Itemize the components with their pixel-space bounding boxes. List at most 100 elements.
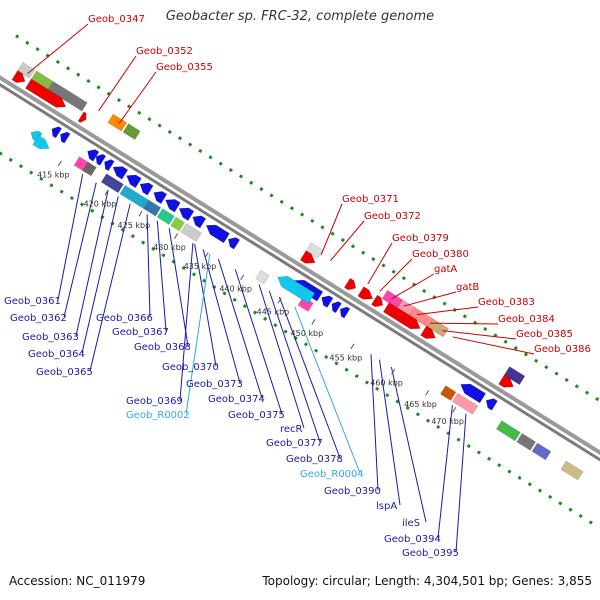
- leader-reverse-14: [258, 284, 305, 429]
- reverse-gene-label-19: lspA: [376, 501, 397, 512]
- reverse-gene-13: [228, 237, 241, 250]
- leader-forward-7: [391, 273, 435, 300]
- reverse-gene-label-6: Geob_0367: [112, 327, 169, 338]
- tick-mark-2: [138, 210, 143, 217]
- cog-block-12: [82, 161, 97, 177]
- cog-block-13: [100, 173, 124, 194]
- tick-mark-8: [350, 343, 355, 350]
- forward-gene-8: [420, 325, 436, 339]
- dotted-tracks: [0, 34, 600, 527]
- cog-block-22: [451, 392, 479, 415]
- reverse-gene-10: [178, 207, 195, 221]
- tick-mark-9: [391, 368, 396, 375]
- tick-mark-11: [452, 407, 457, 413]
- forward-gene-label-10: Geob_0384: [498, 314, 555, 325]
- reverse-gene-6: [126, 174, 142, 189]
- reverse-gene-0: [51, 126, 62, 139]
- tick-mark-0: [57, 160, 62, 167]
- reverse-gene-label-0: Geob_0361: [4, 296, 61, 307]
- tick-mark-1: [104, 189, 109, 196]
- leader-forward-8: [403, 291, 457, 307]
- dotted-track-1: [15, 34, 600, 403]
- leader-reverse-19: [378, 359, 401, 506]
- forward-gene-label-7: gatA: [434, 264, 457, 275]
- cog-block-0: [17, 62, 36, 79]
- forward-gene-4: [343, 277, 357, 291]
- cog-block-26: [560, 460, 584, 481]
- reverse-gene-label-22: Geob_0395: [402, 548, 459, 559]
- leader-forward-6: [379, 258, 413, 292]
- forward-gene-label-8: gatB: [456, 282, 479, 293]
- reverse-gene-label-14: recR: [280, 424, 303, 435]
- reverse-gene-label-5: Geob_0366: [96, 313, 153, 324]
- dotted-track-2: [0, 151, 596, 527]
- leader-reverse-16: [278, 296, 341, 459]
- reverse-gene-label-8: Geob_0370: [162, 362, 219, 373]
- cog-feature-track: [17, 62, 584, 481]
- leader-reverse-20: [390, 366, 427, 523]
- reverse-gene-label-2: Geob_0363: [22, 332, 79, 343]
- leader-reverse-3: [81, 196, 119, 354]
- reverse-gene-18: [460, 383, 486, 404]
- tick-label-10: 465 kbp: [404, 400, 437, 409]
- cog-block-4: [122, 123, 141, 140]
- tick-label-1: 420 kbp: [84, 200, 117, 209]
- reverse-gene-label-11: Geob_R0002: [126, 410, 190, 421]
- leader-reverse-8: [194, 244, 217, 367]
- leader-reverse-2: [75, 189, 109, 337]
- leader-reverse-9: [202, 249, 241, 384]
- reverse-gene-label-21: Geob_0394: [384, 534, 441, 545]
- reverse-gene-label-1: Geob_0362: [10, 313, 67, 324]
- reverse-gene-11: [192, 215, 207, 229]
- forward-gene-label-9: Geob_0383: [478, 297, 535, 308]
- leader-reverse-17: [294, 306, 361, 474]
- tick-label-7: 450 kbp: [291, 329, 324, 338]
- forward-gene-7: [383, 302, 421, 330]
- tick-mark-10: [425, 390, 430, 396]
- reverse-gene-5: [112, 166, 129, 180]
- leader-forward-3: [320, 203, 343, 255]
- forward-gene-label-1: Geob_0352: [136, 46, 193, 57]
- genome-backbone: [0, 75, 600, 462]
- forward-gene-label-5: Geob_0379: [392, 233, 449, 244]
- reverse-gene-12: [205, 224, 230, 244]
- forward-gene-9: [498, 374, 514, 388]
- leader-reverse-4: [89, 203, 131, 372]
- tick-mark-6: [277, 297, 282, 304]
- leader-reverse-22: [455, 413, 467, 553]
- leader-reverse-11: [185, 253, 211, 415]
- cog-block-10: [503, 366, 526, 385]
- tick-label-2: 425 kbp: [118, 221, 151, 230]
- rna-gene-3: [32, 134, 50, 150]
- tick-label-9: 460 kbp: [370, 379, 403, 388]
- forward-gene-3: [299, 250, 316, 264]
- reverse-gene-label-18: Geob_0390: [324, 486, 381, 497]
- cog-block-14: [119, 185, 150, 210]
- reverse-gene-label-20: ileS: [402, 518, 420, 529]
- accession-text: Accession: NC_011979: [9, 574, 146, 588]
- cog-block-16: [156, 208, 175, 225]
- tick-label-8: 455 kbp: [330, 353, 363, 362]
- reverse-gene-label-9: Geob_0373: [186, 379, 243, 390]
- leader-reverse-13: [234, 269, 283, 415]
- reverse-gene-label-4: Geob_0365: [36, 367, 93, 378]
- leader-forward-12: [452, 336, 535, 355]
- leader-reverse-21: [437, 405, 453, 539]
- reverse-gene-17: [339, 306, 351, 319]
- reverse-gene-3: [95, 153, 107, 166]
- map-title: Geobacter sp. FRC-32, complete genome: [165, 9, 435, 24]
- leader-reverse-18: [370, 354, 379, 491]
- leader-forward-0: [27, 23, 89, 75]
- cog-block-21: [440, 385, 457, 401]
- tick-label-5: 440 kbp: [219, 284, 252, 293]
- leader-reverse-10: [179, 242, 194, 401]
- leader-forward-10: [430, 322, 499, 325]
- tick-mark-5: [240, 274, 245, 281]
- gene-track: [11, 70, 514, 411]
- leader-reverse-0: [57, 174, 84, 301]
- tick-mark-4: [204, 252, 209, 258]
- tick-label-6: 445 kbp: [257, 308, 290, 317]
- reverse-gene-label-17: Geob_R0004: [300, 469, 364, 480]
- leader-forward-9: [416, 306, 479, 316]
